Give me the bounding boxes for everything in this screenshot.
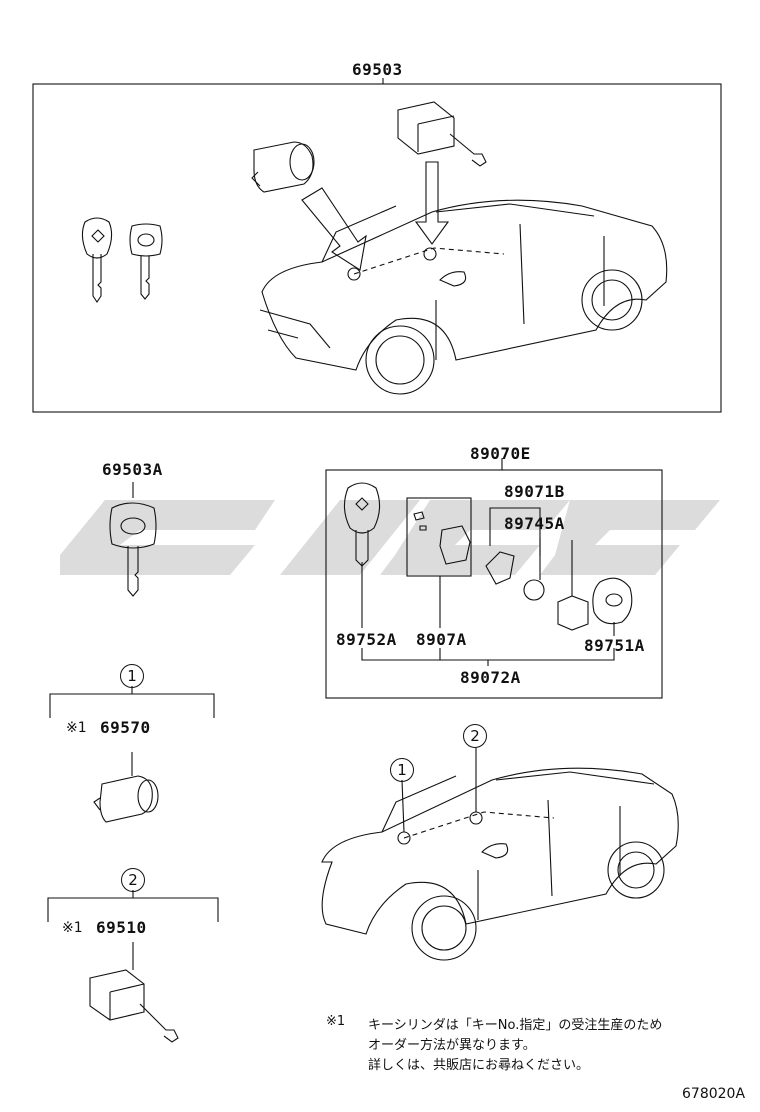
part-number-transmitter-part: 89745A [504, 514, 565, 533]
kit-frame [32, 83, 722, 413]
sub-key-drawing [129, 223, 163, 300]
part-number-transmitter-sub: 8907A [416, 630, 467, 649]
door-cylinder-drawing [251, 141, 315, 193]
part-number-cover: 89751A [584, 636, 645, 655]
part-number-transmitter-kit: 89072A [460, 668, 521, 687]
transmitter-frame [325, 469, 663, 699]
part-number-key-blank: 69503A [102, 460, 163, 479]
transmitter-board-drawing [413, 511, 471, 565]
footnote-mark-1: ※1 [66, 720, 87, 736]
master-key-drawing [81, 217, 113, 303]
part-number-ignition-cylinder: 69510 [96, 918, 147, 937]
case-leader [489, 507, 541, 556]
case-drawing [485, 551, 515, 585]
arrow-ignition [414, 161, 450, 245]
transmitter-sub-frame [406, 497, 472, 577]
footnote-line-3: 詳しくは、共販店にお尋ねください。 [368, 1058, 590, 1073]
callout-2: 2 [121, 868, 145, 892]
footnote-line-1: キーシリンダは「キーNo.指定」の受注生産のため [368, 1018, 663, 1033]
part-number-key-plate: 89752A [336, 630, 397, 649]
footnote-mark-2: ※1 [62, 920, 83, 936]
callout-1-car: 1 [390, 758, 414, 782]
callout-2-car: 2 [463, 724, 487, 748]
car-drawing-top [259, 199, 668, 395]
callout-1: 1 [120, 664, 144, 688]
shell-drawing [592, 577, 633, 625]
arrow-door [301, 187, 367, 271]
ignition-cylinder-drawing [397, 101, 487, 167]
watermark-logo [60, 500, 720, 575]
part-number-main-kit: 69503 [352, 60, 403, 79]
drawing-id: 678020A [682, 1086, 746, 1102]
part-number-door-cylinder: 69570 [100, 718, 151, 737]
cover-drawing [557, 595, 589, 631]
key-blank-drawing [109, 482, 157, 597]
footnote-line-2: オーダー方法が異なります。 [368, 1038, 536, 1053]
door-cylinder-small-drawing [93, 752, 159, 823]
part-number-transmitter-case: 89071B [504, 482, 565, 501]
footnote-mark: ※1 [326, 1014, 346, 1029]
bracket-1 [49, 693, 215, 718]
ignition-cylinder-small-drawing [89, 942, 179, 1043]
battery-drawing [523, 579, 545, 601]
part-number-transmitter-assy: 89070E [470, 444, 531, 463]
car-drawing-bottom [321, 748, 679, 961]
